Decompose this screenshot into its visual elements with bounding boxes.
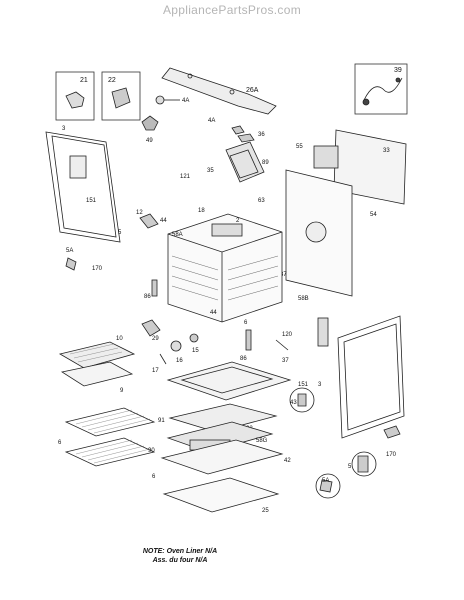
svg-text:15: 15	[192, 348, 199, 354]
svg-text:25: 25	[262, 508, 269, 514]
svg-text:54: 54	[370, 212, 377, 218]
svg-text:89: 89	[262, 160, 269, 166]
label-22: 22	[108, 77, 116, 84]
svg-text:55: 55	[296, 144, 303, 150]
svg-text:12: 12	[136, 210, 143, 216]
svg-text:121: 121	[180, 174, 191, 180]
svg-text:170: 170	[92, 266, 103, 272]
svg-text:6: 6	[58, 440, 62, 446]
part-33-rear-panel[interactable]: 33 55 54	[296, 129, 407, 218]
part-10-broil-pan[interactable]: 10	[58, 336, 136, 369]
inset-part-21[interactable]: 21	[55, 71, 95, 121]
svg-text:86: 86	[144, 294, 151, 300]
part-15[interactable]: 15	[189, 333, 199, 354]
svg-text:16: 16	[176, 358, 183, 364]
part-151-right[interactable]: 151	[298, 317, 329, 388]
part-17[interactable]: 17	[152, 353, 167, 374]
svg-text:17: 17	[152, 368, 159, 374]
part-25-drawer-bottom[interactable]: 25	[162, 477, 280, 514]
part-6-oven-rack-1[interactable]: 6	[58, 407, 156, 446]
part-16[interactable]: 16	[170, 340, 183, 364]
svg-text:91: 91	[158, 418, 165, 424]
svg-text:5: 5	[118, 230, 122, 236]
svg-text:18: 18	[198, 208, 205, 214]
svg-text:5: 5	[348, 464, 352, 470]
detail-5A[interactable]: 5A	[315, 473, 341, 499]
svg-text:151: 151	[86, 198, 97, 204]
svg-text:49: 49	[146, 138, 153, 144]
part-26A-bracket[interactable]: 26A	[161, 67, 277, 115]
svg-text:42: 42	[284, 458, 291, 464]
part-12-component[interactable]: 12 44 121 5	[118, 174, 191, 236]
svg-text:9: 9	[120, 388, 124, 394]
label-26A: 26A	[246, 87, 259, 94]
svg-text:37: 37	[282, 358, 289, 364]
svg-text:44: 44	[210, 310, 217, 316]
oven-liner-note: NOTE: Oven Liner N/A Ass. du four N/A	[142, 548, 218, 564]
part-35-vent-duct[interactable]: 35 89 63	[207, 141, 269, 204]
svg-text:5A: 5A	[322, 478, 329, 484]
svg-text:5A: 5A	[66, 248, 73, 254]
svg-text:35: 35	[207, 168, 214, 174]
inset-part-22[interactable]: 22	[101, 71, 141, 121]
part-36[interactable]: 36	[237, 132, 265, 143]
part-4A-top[interactable]: 4A	[155, 95, 189, 105]
svg-text:63: 63	[258, 198, 265, 204]
part-86-mid[interactable]: 86	[240, 329, 252, 362]
part-9-broil-tray[interactable]: 9	[60, 361, 134, 394]
svg-text:36: 36	[258, 132, 265, 138]
svg-text:151: 151	[298, 382, 309, 388]
detail-5[interactable]: 5	[348, 451, 377, 477]
svg-text:87: 87	[280, 272, 287, 278]
svg-text:33: 33	[383, 148, 390, 154]
svg-text:4A: 4A	[208, 118, 215, 124]
svg-text:6: 6	[152, 474, 156, 480]
svg-text:10: 10	[116, 336, 123, 342]
part-4A-mid[interactable]: 4A	[208, 118, 245, 135]
part-42-drawer[interactable]: 42	[160, 439, 291, 475]
svg-text:29: 29	[152, 336, 159, 342]
part-86-left[interactable]: 86	[144, 279, 158, 300]
part-5A-170-left[interactable]: 5A 170	[65, 248, 103, 272]
svg-text:58B: 58B	[298, 296, 309, 302]
oven-cavity-body[interactable]: 58A 18 2 44	[167, 208, 283, 323]
part-3-side-panel-left[interactable]: 3 151	[45, 126, 121, 243]
detail-43[interactable]: 43	[289, 387, 315, 413]
part-3-side-panel-right[interactable]: 3	[318, 315, 405, 439]
svg-text:43: 43	[290, 400, 297, 406]
svg-text:2: 2	[236, 218, 240, 224]
svg-text:58G: 58G	[256, 438, 268, 444]
svg-text:4A: 4A	[182, 98, 189, 104]
svg-text:6: 6	[244, 320, 248, 326]
label-39: 39	[394, 67, 402, 74]
site-watermark: AppliancePartsPros.com	[163, 3, 301, 17]
svg-text:3: 3	[318, 382, 322, 388]
part-6-oven-rack-2[interactable]: 6	[64, 437, 156, 480]
svg-text:44: 44	[160, 218, 167, 224]
detail-170[interactable]: 170	[383, 425, 401, 458]
part-49[interactable]: 49	[141, 115, 159, 144]
svg-text:170: 170	[386, 452, 397, 458]
svg-text:86: 86	[240, 356, 247, 362]
label-21: 21	[80, 77, 88, 84]
svg-text:3: 3	[62, 126, 66, 132]
part-29[interactable]: 29	[141, 319, 161, 342]
inset-part-39[interactable]: 39	[354, 63, 408, 115]
back-frame[interactable]: 87 58B 120	[280, 169, 353, 338]
svg-text:120: 120	[282, 332, 293, 338]
svg-text:58A: 58A	[172, 232, 183, 238]
part-37[interactable]: 37	[275, 339, 289, 364]
part-6-top[interactable]: 6	[244, 320, 248, 326]
